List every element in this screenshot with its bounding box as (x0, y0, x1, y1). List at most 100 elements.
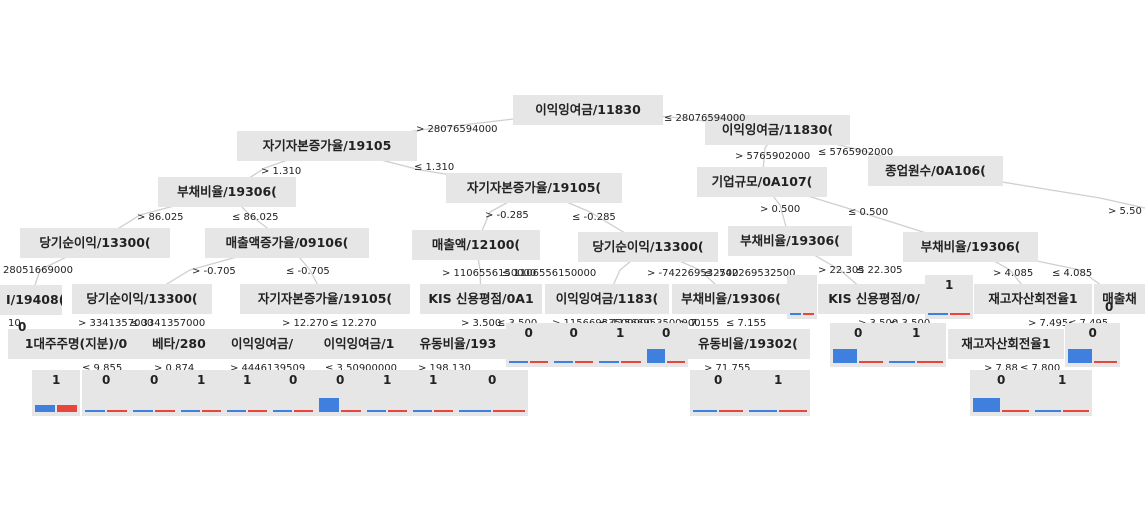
split-node[interactable]: 이익잉여금/1 (310, 329, 408, 359)
class1-bar (574, 361, 593, 363)
leaf-node[interactable] (886, 323, 946, 367)
split-node[interactable]: 1대주주명(지분)/0 (8, 329, 144, 359)
split-condition: > 5765902000 (735, 151, 811, 162)
split-node[interactable]: 당기순이익/13300( (578, 232, 718, 262)
split-node[interactable]: 매출채 (1094, 284, 1145, 314)
leaf-node[interactable] (270, 370, 316, 416)
leaf-class-label: 0 (569, 326, 578, 340)
leaf-node[interactable] (690, 370, 746, 416)
split-condition: > 7.495 (1028, 318, 1069, 329)
leaf-node[interactable] (596, 323, 644, 367)
split-node[interactable]: 매출액/12100( (412, 230, 540, 260)
leaf-node[interactable] (364, 370, 410, 416)
class1-bar (803, 313, 814, 315)
split-node[interactable]: 매출액증가율/09106( (205, 228, 369, 258)
split-node[interactable]: 유동비율/193 (408, 329, 508, 359)
split-condition: > 12.270 (282, 318, 329, 329)
leaf-class-label: 1 (774, 373, 783, 387)
split-condition: > 7.155 (679, 318, 720, 329)
split-node[interactable]: 종업원수/0A106( (868, 156, 1003, 186)
split-node[interactable]: I/19408( (0, 285, 62, 315)
split-node[interactable]: 이익잉여금/11830( (705, 115, 850, 145)
split-condition: > 4.085 (993, 268, 1034, 279)
leaf-class-label: 0 (18, 320, 27, 334)
leaf-class-label: 0 (102, 373, 111, 387)
split-condition: > -742269532500 (647, 268, 739, 279)
leaf-class-label: 1 (945, 278, 954, 292)
class1-bar (248, 410, 267, 412)
split-node[interactable]: 재고자산회전율1 (948, 329, 1064, 359)
split-node[interactable]: 베타/280 (144, 329, 214, 359)
class1-bar (950, 313, 970, 315)
split-node[interactable]: 부채비율/19306( (672, 284, 790, 314)
class1-bar (529, 361, 548, 363)
class0-bar (647, 349, 665, 363)
leaf-class-label: 1 (1058, 373, 1067, 387)
leaf-class-label: 1 (52, 373, 61, 387)
split-condition: > -0.285 (485, 210, 529, 221)
leaf-class-label: 0 (336, 373, 345, 387)
split-condition: > 86.025 (137, 212, 184, 223)
class0-bar (889, 361, 915, 363)
split-node[interactable]: 당기순이익/13300( (20, 228, 170, 258)
class0-bar (181, 410, 200, 412)
split-node[interactable]: KIS 신용평점/0A1 (420, 284, 542, 314)
class0-bar (227, 410, 246, 412)
split-condition: > 4446139509 (230, 363, 306, 374)
split-condition: ≤ 1106556150000 (502, 268, 597, 279)
leaf-class-label: 1 (616, 326, 625, 340)
class1-bar (155, 410, 175, 412)
class0-bar (413, 410, 432, 412)
leaf-node[interactable] (787, 275, 817, 319)
split-node[interactable]: 부채비율/19306( (903, 232, 1038, 262)
split-condition: > 1106556150000 (442, 268, 537, 279)
class0-bar (509, 361, 528, 363)
leaf-node[interactable] (925, 275, 973, 319)
split-node[interactable]: 부채비율/19306( (158, 177, 296, 207)
split-condition: > 22.305 (818, 265, 865, 276)
split-node[interactable]: 이익잉여금/1183( (545, 284, 669, 314)
leaf-node[interactable] (130, 370, 178, 416)
split-node[interactable]: 부채비율/19306( (728, 226, 852, 256)
class1-bar (434, 410, 453, 412)
split-node[interactable]: 자기자본증가율/19105 (237, 131, 417, 161)
split-node[interactable]: 자기자본증가율/19105( (446, 173, 622, 203)
leaf-node[interactable] (551, 323, 596, 367)
split-node[interactable]: KIS 신용평점/0/ (818, 284, 930, 314)
leaf-node[interactable] (746, 370, 810, 416)
split-node[interactable]: 당기순이익/13300( (72, 284, 212, 314)
split-node[interactable]: 기업규모/0A107( (697, 167, 827, 197)
split-node[interactable]: 유동비율/19302( (686, 329, 810, 359)
split-condition: ≤ 4.085 (1052, 268, 1093, 279)
class1-bar (107, 410, 127, 412)
split-condition: ≤ -0.705 (286, 266, 330, 277)
leaf-class-label: 1 (197, 373, 206, 387)
split-node[interactable]: 이익잉여금/ (214, 329, 310, 359)
split-condition: ≤ -742269532500 (704, 268, 796, 279)
leaf-node[interactable] (1032, 370, 1092, 416)
split-node[interactable]: 자기자본증가율/19105( (240, 284, 410, 314)
class0-bar (133, 410, 153, 412)
leaf-class-label: 0 (524, 326, 533, 340)
class1-bar (202, 410, 221, 412)
leaf-node[interactable] (82, 370, 130, 416)
leaf-class-label: 1 (243, 373, 252, 387)
leaf-node[interactable] (410, 370, 456, 416)
split-condition: > 0.874 (154, 363, 195, 374)
leaf-node[interactable] (506, 323, 551, 367)
class0-bar (973, 398, 1000, 412)
split-node[interactable]: 재고자산회전율1 (974, 284, 1092, 314)
split-condition: ≤ 86.025 (232, 212, 279, 223)
class0-bar (833, 349, 857, 363)
split-condition: ≤ 9.855 (82, 363, 123, 374)
split-node[interactable]: 이익잉여금/11830 (513, 95, 663, 125)
leaf-node[interactable] (178, 370, 224, 416)
class0-bar (273, 410, 292, 412)
leaf-class-label: 0 (1088, 326, 1097, 340)
leaf-class-label: 0 (997, 373, 1006, 387)
class1-bar (341, 410, 361, 412)
class0-bar (459, 410, 491, 412)
leaf-node[interactable] (456, 370, 528, 416)
leaf-node[interactable] (224, 370, 270, 416)
